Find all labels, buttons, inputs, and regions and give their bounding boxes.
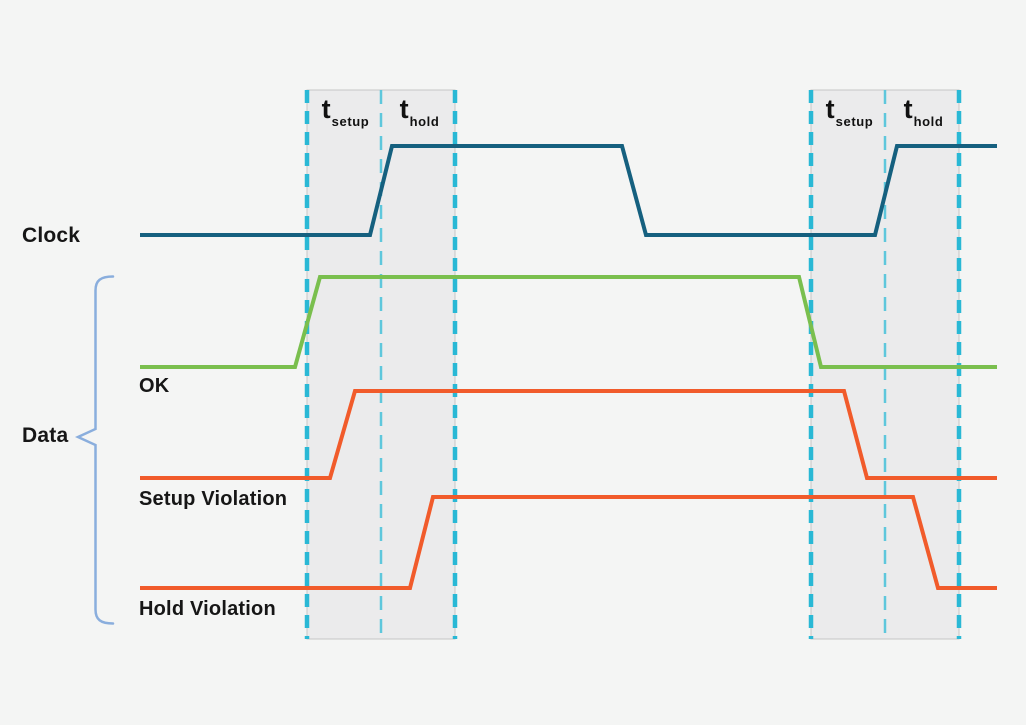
- t-setup-label-window2: tsetup: [825, 94, 874, 130]
- setup-violation-waveform: [140, 389, 997, 480]
- timing-window-2: [808, 89, 962, 640]
- hold-subscript: hold: [913, 114, 944, 130]
- t-hold-label-window1: thold: [399, 94, 440, 130]
- hold-subscript: hold: [409, 114, 440, 130]
- t-symbol: t: [903, 94, 913, 124]
- t-symbol: t: [399, 94, 409, 124]
- ok-signal-label: OK: [139, 375, 170, 397]
- hold-violation-waveform: [140, 495, 997, 590]
- clock-waveform: [140, 144, 997, 237]
- t-symbol: t: [825, 94, 835, 124]
- timing-window-1: [304, 89, 458, 640]
- hold-violation-signal-label: Hold Violation: [139, 598, 276, 620]
- clock-signal-label: Clock: [22, 224, 81, 247]
- timing-window-region: [810, 89, 960, 640]
- setup-subscript: setup: [331, 114, 370, 130]
- setup-violation-signal-label: Setup Violation: [139, 488, 288, 510]
- ok-waveform: [140, 275, 997, 369]
- data-group-label: Data: [22, 424, 69, 447]
- timing-window-region: [306, 89, 456, 640]
- setup-subscript: setup: [835, 114, 874, 130]
- data-group-brace: [74, 275, 115, 625]
- t-setup-label-window1: tsetup: [321, 94, 370, 130]
- t-hold-label-window2: thold: [903, 94, 944, 130]
- t-symbol: t: [321, 94, 331, 124]
